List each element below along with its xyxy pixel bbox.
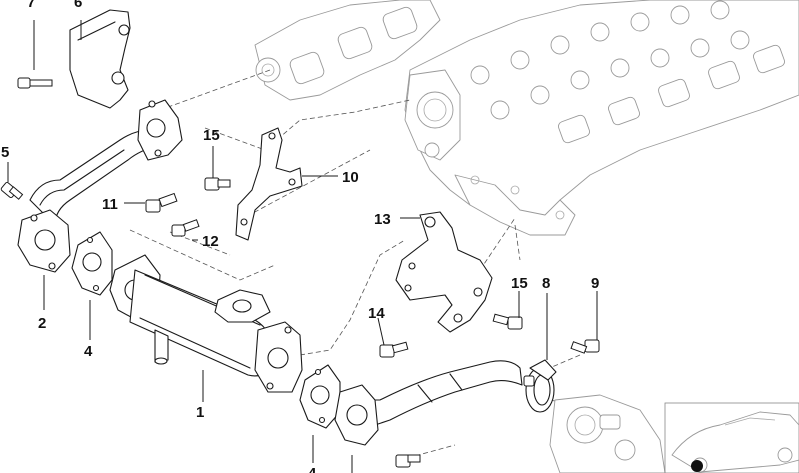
part-10-bracket[interactable] bbox=[235, 127, 303, 241]
part-7-bolt[interactable] bbox=[17, 77, 53, 89]
part-8-clamp[interactable] bbox=[523, 359, 557, 413]
engine-block-outline bbox=[254, 0, 799, 236]
callout-13: 13 bbox=[374, 211, 391, 228]
part-2-egr-pipe[interactable] bbox=[17, 99, 183, 273]
part-4-gasket-lower[interactable] bbox=[299, 364, 341, 429]
part-5-bolt[interactable] bbox=[0, 181, 24, 200]
callout-4-upper: 4 bbox=[84, 343, 93, 360]
callout-15-upper: 15 bbox=[203, 127, 220, 144]
part-11-bolt[interactable] bbox=[145, 192, 178, 213]
callout-15-lower: 15 bbox=[511, 275, 528, 292]
part-9-bolt[interactable] bbox=[570, 339, 600, 354]
part-15-bolt-lower[interactable] bbox=[492, 313, 523, 330]
callout-7: 7 bbox=[27, 0, 35, 11]
part-4-gasket-upper[interactable] bbox=[71, 231, 113, 296]
part-13-bracket[interactable] bbox=[395, 211, 493, 333]
callout-12: 12 bbox=[202, 233, 219, 250]
callout-1: 1 bbox=[196, 404, 204, 421]
leader-lines bbox=[7, 20, 598, 473]
car-outline-icon bbox=[664, 402, 799, 473]
callout-14: 14 bbox=[368, 305, 385, 322]
loose-bolt[interactable] bbox=[395, 454, 421, 468]
part-15-bolt-upper[interactable] bbox=[204, 177, 231, 191]
part-3-egr-pipe[interactable] bbox=[334, 360, 523, 446]
callout-11: 11 bbox=[102, 196, 118, 213]
location-marker-icon bbox=[691, 460, 703, 472]
callout-10: 10 bbox=[342, 169, 359, 186]
callouts: 7 6 5 15 10 11 12 13 15 8 9 14 2 4 1 4 bbox=[1, 0, 599, 473]
egr-valve bbox=[549, 394, 666, 473]
part-1-egr-cooler[interactable] bbox=[109, 254, 303, 393]
part-6-heat-shield[interactable] bbox=[69, 9, 131, 109]
callout-4-lower: 4 bbox=[308, 465, 317, 473]
callout-5: 5 bbox=[1, 144, 9, 161]
callout-8: 8 bbox=[542, 275, 550, 292]
part-12-bolt[interactable] bbox=[171, 219, 200, 237]
callout-2: 2 bbox=[38, 315, 46, 332]
part-14-bolt[interactable] bbox=[379, 341, 409, 358]
callout-9: 9 bbox=[591, 275, 599, 292]
callout-6: 6 bbox=[74, 0, 82, 11]
